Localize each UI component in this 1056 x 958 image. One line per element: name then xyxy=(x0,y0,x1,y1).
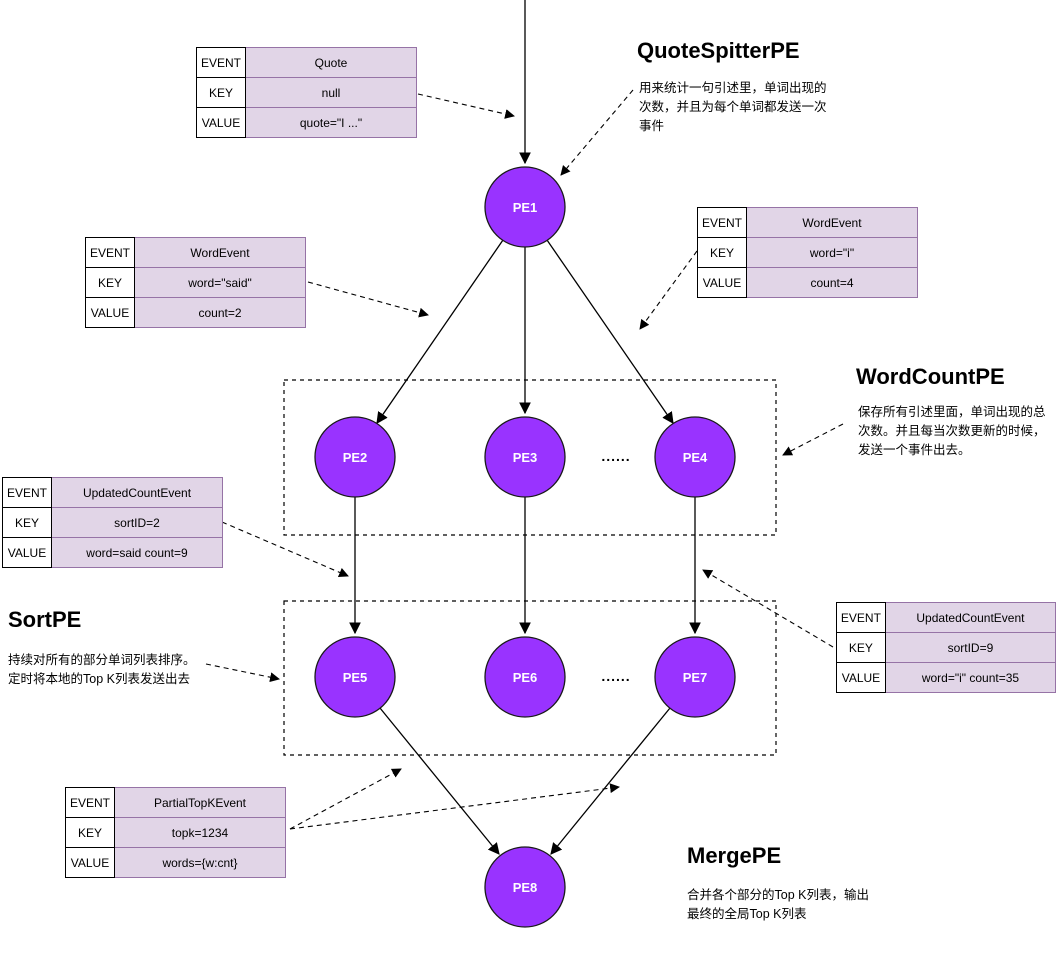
edge-pe7-pe8 xyxy=(550,707,671,855)
table-label: KEY xyxy=(2,507,52,538)
pe4-node xyxy=(654,416,736,498)
sort-group-box xyxy=(283,600,777,756)
sort-title: SortPE xyxy=(8,607,82,632)
event-table-quote: EVENT Quote KEY null VALUE quote="I ..." xyxy=(196,47,417,138)
table-label: VALUE xyxy=(697,267,747,298)
ellipsis-sort: ...... xyxy=(601,668,631,684)
pe8-node xyxy=(484,846,566,928)
table-value: word=said count=9 xyxy=(51,537,223,568)
event-table-wordevent-said: EVENT WordEvent KEY word="said" VALUE co… xyxy=(85,237,306,328)
annot-updated-i-arrow xyxy=(702,569,834,648)
merge-title: MergePE xyxy=(687,843,782,868)
annot-quotespitter-arrow xyxy=(560,89,634,176)
table-label: EVENT xyxy=(836,602,886,633)
quotespitter-desc: 用来统计一句引述里，单词出现的 次数，并且为每个单词都发送一次 事件 xyxy=(639,81,827,133)
table-value: UpdatedCountEvent xyxy=(884,602,1056,633)
table-value: UpdatedCountEvent xyxy=(51,477,223,508)
table-label: VALUE xyxy=(65,847,115,878)
table-value: WordEvent xyxy=(134,237,306,268)
pe2-node xyxy=(314,416,396,498)
table-value: words={w:cnt} xyxy=(114,847,286,878)
table-label: VALUE xyxy=(2,537,52,568)
annot-wordevent-i-arrow xyxy=(639,250,698,330)
table-label: KEY xyxy=(196,77,246,108)
annot-topk-left-arrow xyxy=(289,768,402,830)
table-value: WordEvent xyxy=(746,207,918,238)
pe6-node xyxy=(484,636,566,718)
table-value: word="i" xyxy=(746,237,918,268)
edge-pe1-pe2 xyxy=(376,239,504,424)
table-label: EVENT xyxy=(65,787,115,818)
annot-quote-table-arrow xyxy=(417,93,515,119)
table-value: word="said" xyxy=(134,267,306,298)
table-label: KEY xyxy=(697,237,747,268)
pe1-node xyxy=(484,166,566,248)
wordcount-group-box xyxy=(283,379,777,536)
table-value: null xyxy=(245,77,417,108)
table-label: KEY xyxy=(65,817,115,848)
annot-sort-arrow xyxy=(205,663,280,683)
table-value: count=4 xyxy=(746,267,918,298)
event-table-updatedcount-i: EVENT UpdatedCountEvent KEY sortID=9 VAL… xyxy=(836,602,1056,693)
table-value: Quote xyxy=(245,47,417,78)
annot-wordcount-arrow xyxy=(782,423,844,456)
pe5-node xyxy=(314,636,396,718)
pe7-node xyxy=(654,636,736,718)
annot-updated-said-arrow xyxy=(221,521,349,578)
table-value: word="i" count=35 xyxy=(884,662,1056,693)
table-label: VALUE xyxy=(85,297,135,328)
event-table-partialtopk: EVENT PartialTopKEvent KEY topk=1234 VAL… xyxy=(65,787,286,878)
wordcount-title: WordCountPE xyxy=(856,364,1005,389)
edge-pe5-pe8 xyxy=(379,707,500,855)
event-table-updatedcount-said: EVENT UpdatedCountEvent KEY sortID=2 VAL… xyxy=(2,477,223,568)
table-label: EVENT xyxy=(196,47,246,78)
table-label: KEY xyxy=(85,267,135,298)
edge-pe1-pe4 xyxy=(546,239,674,424)
table-value: topk=1234 xyxy=(114,817,286,848)
annot-topk-right-arrow xyxy=(289,783,620,830)
table-label: VALUE xyxy=(836,662,886,693)
sort-desc: 持续对所有的部分单词列表排序。 定时将本地的Top K列表发送出去 xyxy=(8,653,196,686)
annot-wordevent-said-arrow xyxy=(307,281,429,318)
ellipsis-wordcount: ...... xyxy=(601,448,631,464)
table-label: EVENT xyxy=(697,207,747,238)
table-label: EVENT xyxy=(2,477,52,508)
table-value: count=2 xyxy=(134,297,306,328)
table-label: KEY xyxy=(836,632,886,663)
table-value: PartialTopKEvent xyxy=(114,787,286,818)
wordcount-desc: 保存所有引述里面，单词出现的总 次数。并且每当次数更新的时候， 发送一个事件出去… xyxy=(858,405,1046,457)
pe3-node xyxy=(484,416,566,498)
table-value: sortID=9 xyxy=(884,632,1056,663)
table-value: sortID=2 xyxy=(51,507,223,538)
merge-desc: 合并各个部分的Top K列表，输出 最终的全局Top K列表 xyxy=(687,888,869,921)
table-label: EVENT xyxy=(85,237,135,268)
table-value: quote="I ..." xyxy=(245,107,417,138)
quotespitter-title: QuoteSpitterPE xyxy=(637,38,800,63)
table-label: VALUE xyxy=(196,107,246,138)
event-table-wordevent-i: EVENT WordEvent KEY word="i" VALUE count… xyxy=(697,207,918,298)
